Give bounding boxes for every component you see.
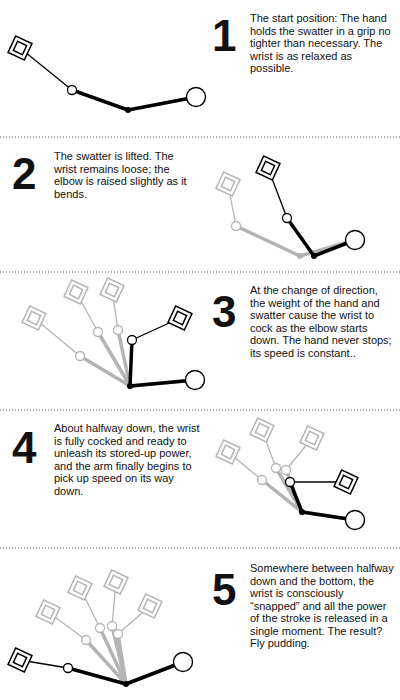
ghost-arm-pose [104,570,128,684]
ghost-arm-pose [64,280,130,386]
ghost-arm-pose [216,172,355,259]
ghost-arm-pose [282,426,324,512]
panel-divider [0,410,400,411]
step-text: Somewhere between halfway down and the b… [250,562,394,650]
ghost-arm-pose [216,440,355,520]
panel-divider [0,137,400,138]
arm-pose [256,156,364,259]
step-text: The start position: The hand holds the s… [250,12,392,75]
step-number: 5 [212,568,236,612]
panel-divider [0,548,400,549]
step-number: 1 [212,14,236,58]
step-number: 3 [212,290,236,334]
step-number: 4 [12,426,36,470]
step-text: The swatter is lifted. The wrist remains… [54,150,196,200]
ghost-arm-pose [114,594,162,684]
step-text: About halfway down, the wrist is fully c… [54,422,200,497]
arm-pose [127,306,205,389]
arm-pose [8,648,192,687]
arm-pose [286,470,365,529]
ghost-arm-pose [36,600,183,684]
ghost-arm-pose [250,418,302,512]
panel-divider [0,272,400,273]
ghost-arm-pose [100,278,130,386]
arm-pose [8,36,205,113]
step-text: At the change of direction, the weight o… [250,284,394,359]
step-number: 2 [12,152,36,196]
ghost-arm-pose [22,306,195,389]
